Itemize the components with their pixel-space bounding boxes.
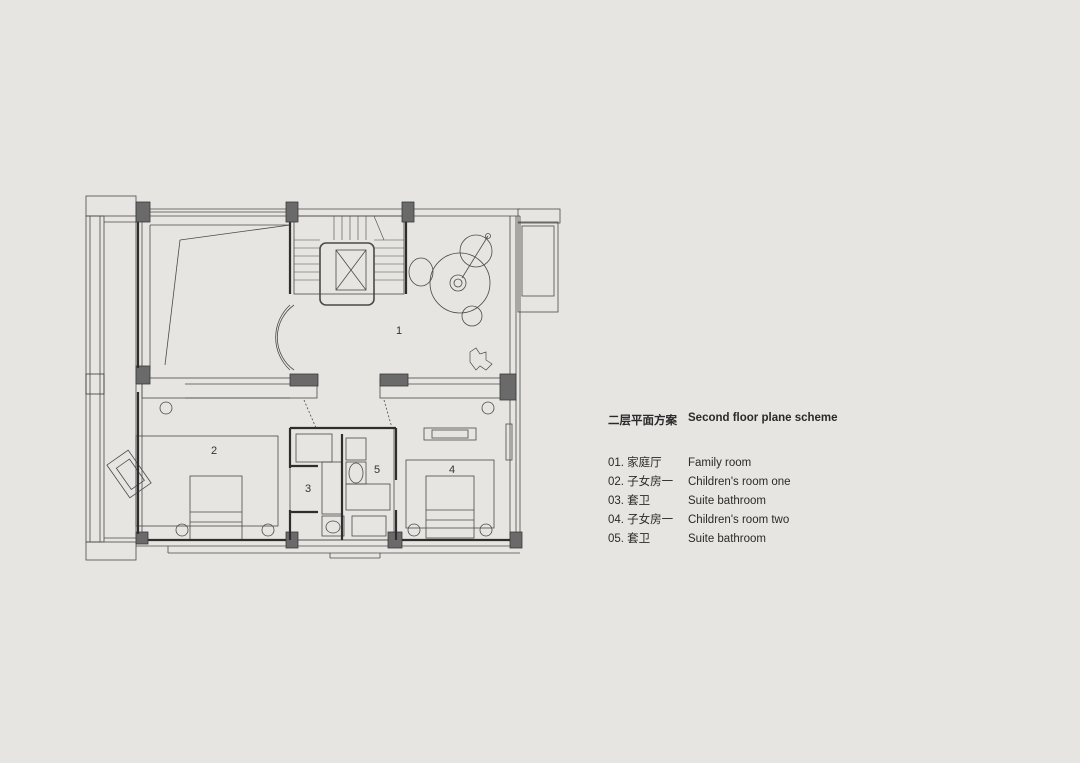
balcony-right (517, 221, 559, 313)
legend-item-zh: 04. 子女房一 (608, 514, 674, 526)
legend-item-en: Suite bathroom (688, 495, 766, 507)
legend-item-zh: 01. 家庭厅 (608, 457, 662, 469)
legend-item-en: Suite bathroom (688, 533, 766, 545)
legend-item-en: Family room (688, 457, 752, 469)
room-label-3: 3 (305, 483, 311, 495)
legend-item-zh: 03. 套卫 (608, 495, 651, 507)
balcony-top-left (85, 195, 137, 217)
legend-item: 02. 子女房一 Children's room one (608, 473, 838, 492)
legend-title: 二层平面方案 Second floor plane scheme (608, 412, 838, 428)
legend-item: 01. 家庭厅 Family room (608, 454, 838, 473)
room-label-1: 1 (396, 325, 402, 337)
legend-item: 05. 套卫 Suite bathroom (608, 530, 838, 549)
legend-title-zh: 二层平面方案 (608, 415, 677, 427)
room-label-5: 5 (374, 464, 380, 476)
legend-title-en: Second floor plane scheme (688, 412, 838, 424)
legend-item-zh: 05. 套卫 (608, 533, 651, 545)
legend-item: 03. 套卫 Suite bathroom (608, 492, 838, 511)
rug-room2 (135, 435, 279, 527)
legend-item: 04. 子女房一 Children's room two (608, 511, 838, 530)
room-label-4: 4 (449, 464, 455, 476)
legend: 二层平面方案 Second floor plane scheme 01. 家庭厅… (608, 412, 838, 549)
lounge-chair (459, 234, 493, 268)
rug-room4 (405, 459, 495, 529)
room-label-2: 2 (211, 445, 217, 457)
legend-item-en: Children's room two (688, 514, 790, 526)
elevator-shaft (319, 242, 375, 306)
column (135, 201, 151, 223)
legend-item-zh: 02. 子女房一 (608, 476, 674, 488)
legend-item-en: Children's room one (688, 476, 791, 488)
